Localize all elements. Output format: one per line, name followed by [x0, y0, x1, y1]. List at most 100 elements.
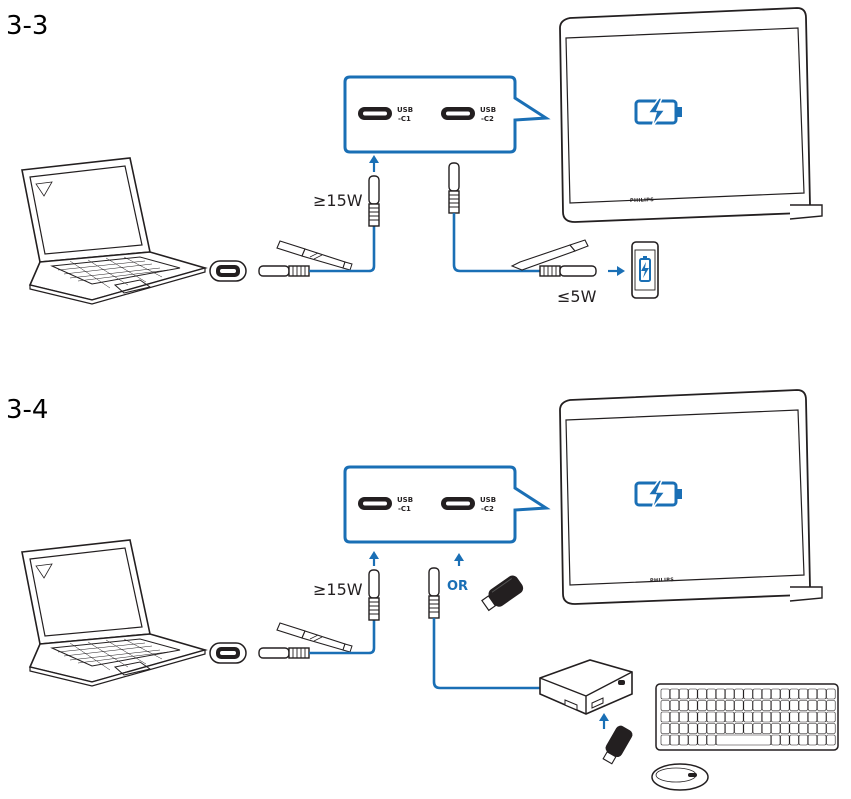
keyboard-key: [780, 711, 790, 723]
port-label-bottom: -C2: [481, 505, 494, 513]
keyboard-key: [826, 723, 836, 734]
usb-hub-icon: [539, 659, 633, 715]
keyboard-key: [660, 711, 670, 723]
keyboard-key: [706, 711, 716, 723]
usbc-plug-c1: [368, 175, 380, 227]
or-label: OR: [447, 579, 468, 594]
keyboard-key: [679, 734, 689, 746]
monitor-icon: PHILIPS: [559, 389, 823, 605]
usbc-plug-right: [539, 265, 597, 277]
monitor-icon: PHILIPS: [559, 7, 823, 223]
section-label: 3-4: [6, 395, 48, 425]
keyboard-key: [660, 700, 670, 711]
usbc-plug-c2: [428, 567, 440, 619]
port-label-top: USB: [480, 106, 496, 114]
keyboard-key: [679, 723, 689, 734]
keyboard-key: [669, 734, 680, 746]
usbc-plug-c2: [448, 162, 460, 214]
section-3-4: 3-4 PHILIPS USB -C1 USB -C2: [6, 389, 839, 791]
port-label-bottom: -C2: [481, 115, 494, 123]
keyboard-key: [789, 723, 799, 734]
keyboard-key: [697, 688, 707, 700]
keyboard-key: [789, 700, 799, 711]
keyboard-key: [660, 734, 670, 746]
keyboard-key: [761, 688, 772, 700]
keyboard-key: [697, 711, 707, 723]
arrow-up-icon: [454, 553, 464, 561]
section-label: 3-3: [6, 11, 48, 41]
keyboard-key: [715, 700, 726, 711]
keyboard-key: [706, 734, 716, 746]
keyboard-key: [817, 711, 827, 723]
keyboard-key: [715, 711, 726, 723]
keyboard-key: [817, 700, 827, 711]
keyboard-key: [771, 711, 781, 723]
keyboard-key: [826, 688, 836, 700]
usb-flash-drive-icon: [481, 575, 524, 612]
port-label-top: USB: [397, 496, 413, 504]
output-power-label: ≤5W: [557, 287, 597, 306]
keyboard-key: [817, 723, 827, 734]
keyboard-key: [660, 688, 670, 700]
keyboard-key: [780, 734, 790, 746]
keyboard-key: [798, 700, 808, 711]
laptop-usbc-port: [209, 642, 247, 664]
usbc-plug-left: [258, 265, 310, 277]
keyboard-key: [725, 711, 735, 723]
reversible-plug-icon-right: [510, 239, 589, 271]
keyboard-key: [679, 711, 689, 723]
keyboard-key: [807, 711, 818, 723]
keyboard-key: [697, 734, 707, 746]
keyboard-key: [706, 688, 716, 700]
keyboard-key: [826, 711, 836, 723]
keyboard-key: [771, 723, 781, 734]
keyboard-key: [660, 723, 670, 734]
port-label-bottom: -C1: [398, 505, 411, 513]
keyboard-key: [743, 700, 753, 711]
keyboard-key: [725, 700, 735, 711]
reversible-plug-icon: [276, 240, 353, 271]
keyboard-key: [725, 723, 735, 734]
keyboard-key: [771, 700, 781, 711]
keyboard-key: [743, 723, 753, 734]
cable-input: [309, 226, 376, 273]
keyboard-key: [789, 688, 799, 700]
keyboard-key: [715, 688, 726, 700]
keyboard-key: [688, 700, 698, 711]
keyboard-key: [752, 700, 762, 711]
usb-c2-port: USB -C2: [441, 496, 496, 513]
laptop-usbc-port: [209, 260, 247, 282]
input-power-label: ≥15W: [313, 191, 363, 210]
cable-input: [309, 620, 376, 655]
port-label-top: USB: [397, 106, 413, 114]
port-label-bottom: -C1: [398, 115, 411, 123]
keyboard-icon: [655, 683, 839, 751]
reversible-plug-icon: [276, 622, 353, 653]
usbc-plug-c1: [368, 569, 380, 621]
keyboard-key: [752, 711, 762, 723]
keyboard-key: [807, 734, 818, 746]
keyboard-key: [798, 711, 808, 723]
keyboard-key: [789, 734, 799, 746]
keyboard-key: [734, 688, 744, 700]
usb-c1-port: USB -C1: [358, 106, 413, 123]
keyboard-key: [669, 700, 680, 711]
keyboard-key: [817, 734, 827, 746]
keyboard-key: [761, 700, 772, 711]
port-label-top: USB: [480, 496, 496, 504]
keyboard-key: [826, 700, 836, 711]
keyboard-key: [725, 688, 735, 700]
keyboard-key: [807, 700, 818, 711]
laptop-icon: [21, 157, 206, 305]
keyboard-key: [752, 723, 762, 734]
section-3-3: 3-3 PHILIPS USB -C1 USB -C2 ≥15W: [6, 7, 823, 306]
keyboard-key: [807, 688, 818, 700]
input-power-label: ≥15W: [313, 580, 363, 599]
monitor-brand: PHILIPS: [650, 577, 674, 584]
keyboard-spacebar: [715, 734, 772, 746]
keyboard-key: [688, 734, 698, 746]
usb-flash-drive-icon: [602, 725, 633, 765]
keyboard-key: [780, 688, 790, 700]
keyboard-key: [669, 711, 680, 723]
keyboard-key: [780, 700, 790, 711]
